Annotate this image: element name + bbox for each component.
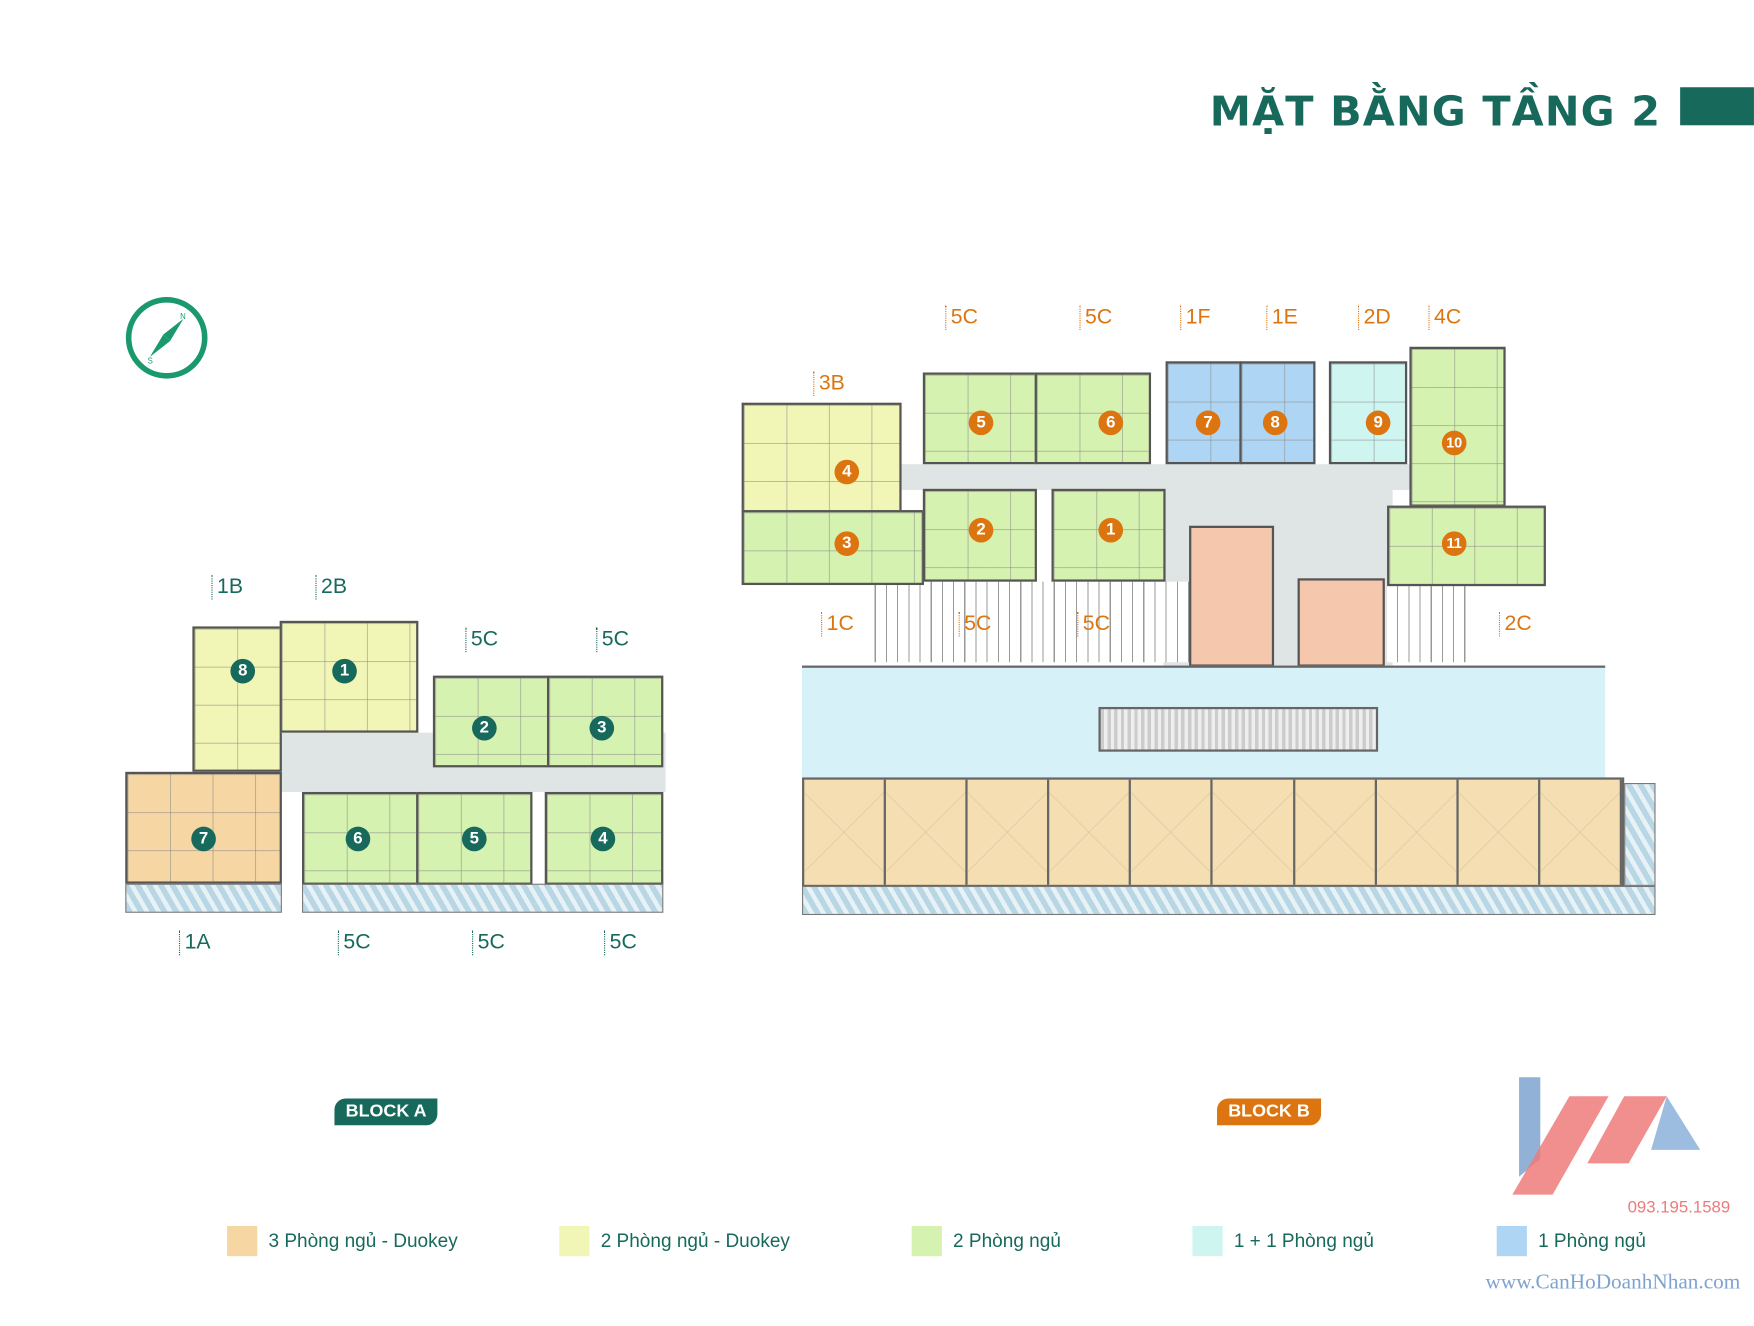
unit-number-badge: 1 — [332, 658, 357, 684]
unit-number-badge: 1 — [1098, 517, 1124, 543]
unit-type-label: 5C — [604, 930, 637, 956]
unit-a7[interactable] — [125, 771, 282, 884]
pool — [1098, 706, 1379, 752]
legend-swatch — [911, 1225, 942, 1257]
page-title: MẶT BẰNG TẦNG 2 — [1209, 87, 1662, 136]
block-a-label: BLOCK A — [334, 1098, 438, 1126]
unit-number-badge: 7 — [191, 826, 216, 852]
legend-label: 2 Phòng ngủ - Duokey — [600, 1229, 790, 1252]
unit-b4[interactable] — [741, 402, 902, 513]
unit-type-label: 5C — [596, 627, 629, 653]
unit-b10[interactable] — [1409, 346, 1506, 507]
unit-b6[interactable] — [1034, 372, 1152, 465]
unit-type-label: 5C — [465, 627, 498, 653]
unit-type-label: 5C — [337, 930, 371, 956]
legend-swatch — [1192, 1225, 1223, 1257]
unit-number-badge: 4 — [834, 459, 860, 485]
unit-type-label: 3B — [813, 371, 845, 396]
unit-type-label: 5C — [1077, 611, 1110, 637]
unit-number-badge: 5 — [968, 410, 994, 436]
unit-type-label: 1B — [211, 574, 243, 600]
unit-type-label: 5C — [1079, 305, 1112, 330]
corridor — [901, 464, 1411, 490]
unit-number-badge: 3 — [834, 531, 860, 556]
compass-icon: N S — [125, 296, 208, 379]
unit-b11[interactable] — [1387, 505, 1546, 587]
void-area — [1387, 581, 1471, 663]
unit-type-label: 5C — [958, 611, 991, 637]
unit-number-badge: 2 — [472, 715, 497, 741]
legend-swatch — [559, 1225, 590, 1257]
legend-label: 3 Phòng ngủ - Duokey — [268, 1229, 458, 1252]
unit-type-label: 2D — [1357, 305, 1391, 330]
amenity-room — [1297, 578, 1385, 667]
unit-number-badge: 6 — [1098, 410, 1124, 436]
unit-a2[interactable] — [432, 675, 550, 768]
unit-a8[interactable] — [192, 626, 282, 772]
unit-number-badge: 10 — [1441, 430, 1467, 456]
unit-number-badge: 11 — [1441, 531, 1467, 556]
legend-item: 3 Phòng ngủ - Duokey — [227, 1225, 458, 1257]
unit-number-badge: 9 — [1365, 410, 1391, 436]
unit-number-badge: 2 — [968, 517, 994, 543]
unit-type-label: 1A — [178, 930, 211, 956]
legend-item: 2 Phòng ngủ - Duokey — [559, 1225, 790, 1257]
void-area — [864, 581, 1190, 663]
block-b-label: BLOCK B — [1217, 1098, 1321, 1126]
unit-type-label: 5C — [945, 305, 978, 330]
watermark-phone: 093.195.1589 — [1627, 1198, 1731, 1218]
unit-type-label: 1C — [821, 611, 854, 637]
unit-number-badge: 8 — [1262, 410, 1288, 436]
legend-item: 2 Phòng ngủ — [911, 1225, 1061, 1257]
watermark-logo-icon — [1512, 1077, 1701, 1195]
unit-type-label: 2B — [315, 574, 347, 600]
unit-number-badge: 6 — [345, 826, 371, 852]
balcony — [302, 883, 664, 913]
unit-b9[interactable] — [1328, 361, 1408, 465]
unit-number-badge: 8 — [230, 658, 256, 684]
svg-text:N: N — [180, 312, 186, 321]
unit-number-badge: 3 — [589, 715, 615, 741]
unit-number-badge: 7 — [1195, 410, 1221, 436]
unit-type-label: 1F — [1180, 305, 1211, 330]
unit-type-label: 1E — [1266, 305, 1298, 330]
legend-item: 1 + 1 Phòng ngủ — [1192, 1225, 1374, 1257]
unit-type-label: 4C — [1428, 305, 1461, 330]
balcony — [1624, 783, 1656, 886]
svg-text:S: S — [148, 357, 153, 366]
legend-label: 2 Phòng ngủ — [953, 1229, 1061, 1252]
title-accent-bar — [1680, 87, 1754, 126]
legend-label: 1 + 1 Phòng ngủ — [1233, 1229, 1374, 1252]
unit-number-badge: 4 — [590, 826, 616, 852]
shophouse-row — [802, 777, 1625, 888]
unit-type-label: 5C — [472, 930, 505, 956]
legend-label: 1 Phòng ngủ — [1538, 1229, 1646, 1252]
unit-b3[interactable] — [741, 510, 924, 586]
balcony — [125, 883, 282, 913]
unit-number-badge: 5 — [461, 826, 487, 852]
legend-item: 1 Phòng ngủ — [1496, 1225, 1646, 1257]
amenity-room — [1189, 525, 1275, 667]
legend-swatch — [1496, 1225, 1527, 1257]
watermark-site: www.CanHoDoanhNhan.com — [1485, 1270, 1741, 1295]
unit-type-label: 2C — [1498, 611, 1532, 637]
balcony — [802, 885, 1656, 916]
legend-swatch — [227, 1225, 258, 1257]
